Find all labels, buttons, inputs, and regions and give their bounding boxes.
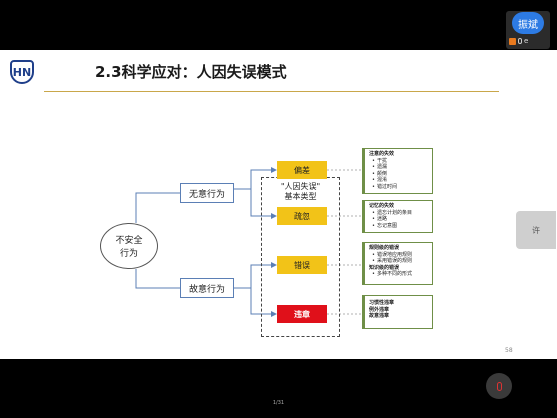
desc-item: 采用错误的规则 bbox=[369, 258, 430, 265]
type-slip: 偏差 bbox=[277, 161, 327, 179]
page-indicator: 1/31 bbox=[272, 400, 285, 406]
desc-attention-failure: 注意的失效 干扰 遗漏 颠倒 混淆 错过时间 bbox=[362, 148, 433, 194]
mic-icon bbox=[518, 38, 522, 44]
error-types-header: "人因失误" 基本类型 bbox=[261, 182, 340, 202]
desc-heading: 知识级的错误 bbox=[369, 264, 400, 271]
microphone-muted-icon bbox=[496, 381, 502, 391]
desc-violation: 习惯性违章 例外违章 故意违章 bbox=[362, 295, 433, 329]
desc-heading: 注意的失效 bbox=[369, 151, 395, 157]
type-violation-label: 违章 bbox=[294, 309, 310, 319]
school-logo: HN bbox=[10, 60, 34, 84]
title-divider bbox=[44, 91, 499, 92]
mute-button[interactable] bbox=[486, 373, 512, 399]
desc-heading: 记忆的失效 bbox=[369, 203, 395, 209]
unsafe-behavior-line2: 行为 bbox=[119, 249, 138, 259]
type-mistake: 错误 bbox=[277, 256, 327, 274]
desc-item: 迷路 bbox=[369, 216, 430, 223]
slide-canvas: HN 2.3科学应对：人因失误模式 不安全 行为 无意行为 bbox=[0, 50, 557, 359]
type-lapse: 疏忽 bbox=[277, 207, 327, 225]
side-participant-tile[interactable]: 许 bbox=[516, 211, 556, 249]
participant-status: e bbox=[509, 37, 528, 45]
type-mistake-label: 错误 bbox=[294, 260, 310, 270]
unintentional-label: 无意行为 bbox=[188, 189, 225, 200]
desc-item: 混淆 bbox=[369, 177, 430, 184]
unsafe-behavior-node: 不安全 行为 bbox=[100, 223, 158, 269]
desc-line: 故意违章 bbox=[369, 313, 390, 319]
desc-item: 遗漏 bbox=[369, 164, 430, 171]
desc-item: 错过时间 bbox=[369, 184, 430, 191]
desc-item: 颠倒 bbox=[369, 171, 430, 178]
desc-mistakes: 规则级的错误 错误地应用规则 采用错误的规则 知识级的错误 多种不同的形式 bbox=[362, 242, 433, 285]
type-violation: 违章 bbox=[277, 305, 327, 323]
desc-item: 忘记意图 bbox=[369, 223, 430, 230]
desc-memory-failure: 记忆的失效 遗忘计划的条目 迷路 忘记意图 bbox=[362, 200, 433, 233]
unintentional-behavior-node: 无意行为 bbox=[180, 183, 234, 203]
type-slip-label: 偏差 bbox=[294, 165, 310, 175]
error-types-header-line1: "人因失误" bbox=[280, 182, 321, 191]
slide-title: 2.3科学应对：人因失误模式 bbox=[95, 63, 287, 81]
desc-item: 多种不同的形式 bbox=[369, 271, 430, 278]
participant-status-text: e bbox=[524, 37, 529, 45]
desc-heading: 规则级的错误 bbox=[369, 245, 400, 251]
desc-item: 干扰 bbox=[369, 158, 430, 165]
desc-line: 例外违章 bbox=[369, 306, 390, 313]
desc-item: 错误地应用规则 bbox=[369, 252, 430, 259]
desc-line: 习惯性违章 bbox=[369, 300, 395, 306]
error-types-header-line2: 基本类型 bbox=[284, 192, 317, 201]
type-lapse-label: 疏忽 bbox=[294, 211, 310, 221]
desc-item: 遗忘计划的条目 bbox=[369, 210, 430, 217]
slide-page-number: 58 bbox=[505, 347, 513, 354]
unsafe-behavior-line1: 不安全 bbox=[115, 236, 143, 246]
person-icon bbox=[509, 37, 516, 45]
user-avatar: 振斌 bbox=[512, 12, 544, 34]
intentional-behavior-node: 故意行为 bbox=[180, 278, 234, 298]
intentional-label: 故意行为 bbox=[188, 284, 225, 295]
side-tile-text: 许 bbox=[532, 225, 540, 235]
